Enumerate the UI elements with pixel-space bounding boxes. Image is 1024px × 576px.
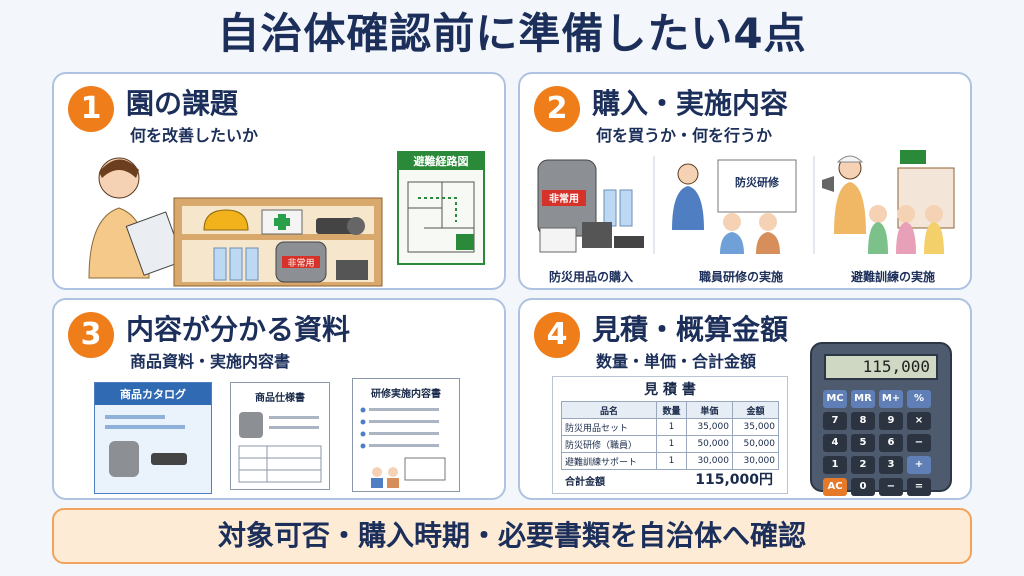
- table-cell: 50,000: [685, 435, 733, 453]
- calculator-key: =: [907, 478, 931, 496]
- product-spec-doc: 商品仕様書: [230, 382, 330, 490]
- card-title: 園の課題: [126, 87, 239, 120]
- table-row: 避難訓練サポート 1 30,000 30,000: [561, 452, 780, 470]
- card-2: 2 購入・実施内容 何を買うか・何を行うか 非常用 防災研修 防災用品の購入 職…: [518, 72, 972, 290]
- caption-purchase: 防災用品の購入: [548, 270, 633, 284]
- spec-illustration: [238, 412, 322, 483]
- calculator-key: 4: [823, 434, 847, 452]
- table-cell: 50,000: [731, 435, 780, 453]
- calculator-key: 9: [879, 412, 903, 430]
- card-title: 見積・概算金額: [592, 313, 789, 346]
- catalog-illustration: [105, 415, 187, 477]
- calculator-key: −: [879, 478, 903, 496]
- card-title: 内容が分かる資料: [126, 313, 351, 346]
- doc-title: 商品カタログ: [95, 383, 211, 405]
- card-1: 1 園の課題 何を改善したいか 非常用 避難経路図: [52, 72, 506, 290]
- header-cell: 単価: [685, 401, 733, 419]
- card-3: 3 内容が分かる資料 商品資料・実施内容書 商品カタログ 商品仕様書 研修実施内…: [52, 298, 506, 500]
- calculator-key: ×: [907, 412, 931, 430]
- calculator-key: M+: [879, 390, 903, 408]
- training-board: 防災研修: [735, 175, 780, 189]
- calculator-key: −: [907, 434, 931, 452]
- table-cell: 30,000: [685, 452, 733, 470]
- table-cell: 避難訓練サポート: [561, 452, 657, 470]
- calculator-key: 0: [851, 478, 875, 496]
- bag-label: 非常用: [287, 257, 314, 269]
- header-cell: 数量: [656, 401, 687, 419]
- table-cell: 30,000: [731, 452, 780, 470]
- quotation-title: 見 積 書: [644, 382, 696, 398]
- table-cell: 35,000: [731, 418, 780, 436]
- step-number: 4: [534, 312, 580, 358]
- calculator-key: AC: [823, 478, 847, 496]
- card-subtitle: 商品資料・実施内容書: [130, 352, 291, 371]
- bag-label: 非常用: [549, 192, 579, 205]
- table-cell: 防災用品セット: [561, 418, 657, 436]
- calculator-key: 8: [851, 412, 875, 430]
- calculator-key: 3: [879, 456, 903, 474]
- total-value: 115,000円: [695, 472, 773, 488]
- training-content-doc: 研修実施内容書: [352, 378, 460, 492]
- evac-map-label: 避難経路図: [414, 154, 469, 168]
- table-row: 防災研修（職員） 1 50,000 50,000: [561, 435, 780, 453]
- header-cell: 金額: [731, 401, 780, 419]
- table-cell: 1: [656, 435, 687, 453]
- calculator-key: 6: [879, 434, 903, 452]
- doc-title: 商品仕様書: [255, 393, 305, 404]
- step-number: 1: [68, 86, 114, 132]
- calculator-key: 2: [851, 456, 875, 474]
- caption-evacuation-drill: 避難訓練の実施: [850, 270, 935, 284]
- calculator-display: 115,000: [824, 354, 938, 380]
- quotation-sheet: 見 積 書 品名 数量 単価 金額 防災用品セット 1 35,000 35,00…: [552, 376, 788, 494]
- calculator-key: 1: [823, 456, 847, 474]
- page-title: 自治体確認前に準備したい4点: [217, 9, 807, 58]
- calculator-key: 5: [851, 434, 875, 452]
- calculator-key: +: [907, 456, 931, 474]
- table-cell: 1: [656, 418, 687, 436]
- footer-banner: 対象可否・購入時期・必要書類を自治体へ確認: [52, 508, 972, 564]
- table-cell: 1: [656, 452, 687, 470]
- card-subtitle: 何を買うか・何を行うか: [596, 126, 773, 145]
- calculator-key: 7: [823, 412, 847, 430]
- content-illustration: 非常用 防災研修: [537, 150, 955, 254]
- total-label: 合計金額: [565, 477, 605, 488]
- doc-title: 研修実施内容書: [371, 389, 441, 400]
- caption-staff-training: 職員研修の実施: [698, 270, 783, 284]
- step-number: 2: [534, 86, 580, 132]
- table-row: 防災用品セット 1 35,000 35,000: [561, 418, 780, 436]
- card-title: 購入・実施内容: [592, 87, 789, 120]
- calculator-key: MR: [851, 390, 875, 408]
- header-cell: 品名: [561, 401, 657, 419]
- issue-illustration: 非常用 避難経路図: [88, 151, 485, 287]
- card-subtitle: 何を改善したいか: [130, 126, 259, 145]
- product-catalog-doc: 商品カタログ: [94, 382, 212, 494]
- training-doc-illustration: [360, 407, 446, 488]
- calculator-key: MC: [823, 390, 847, 408]
- card-subtitle: 数量・単価・合計金額: [596, 352, 757, 371]
- step-number: 3: [68, 312, 114, 358]
- calculator-key: %: [907, 390, 931, 408]
- quotation-table: 品名 数量 単価 金額 防災用品セット 1 35,000 35,000 防災研修…: [561, 401, 780, 470]
- table-header-row: 品名 数量 単価 金額: [561, 401, 780, 419]
- table-cell: 防災研修（職員）: [561, 435, 657, 453]
- table-cell: 35,000: [685, 418, 733, 436]
